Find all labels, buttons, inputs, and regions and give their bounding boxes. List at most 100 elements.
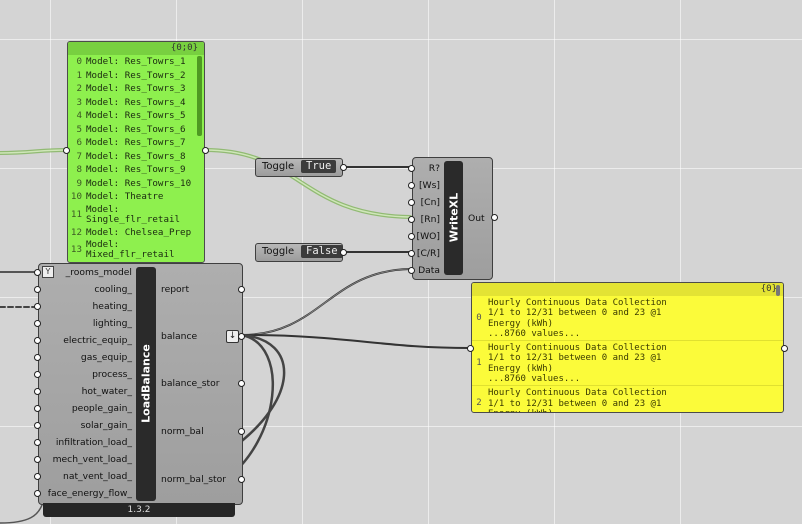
toggle-output-grip[interactable] xyxy=(340,249,347,256)
list-item-index: 1 xyxy=(76,69,82,81)
loadbalance-output-grip[interactable] xyxy=(238,286,245,293)
loadbalance-output-port: report xyxy=(161,284,190,295)
writexl-input-grip[interactable] xyxy=(408,216,415,223)
loadbalance-input-port: gas_equip_ xyxy=(80,352,132,363)
loadbalance-input-port: face_energy_flow_ xyxy=(47,488,132,499)
panel-input-grip[interactable] xyxy=(63,147,70,154)
panel-scrollbar[interactable] xyxy=(197,56,202,136)
list-item-index: 5 xyxy=(76,123,82,135)
loadbalance-input-grip[interactable] xyxy=(34,320,41,327)
loadbalance-input-grip[interactable] xyxy=(34,371,41,378)
loadbalance-input-grip[interactable] xyxy=(34,337,41,344)
list-item-line: Hourly Continuous Data Collection xyxy=(488,343,667,354)
writexl-component[interactable]: WriteXL R?[Ws][Cn][Rn][WO][C/R]Data Out xyxy=(412,157,493,280)
loadbalance-input-grip[interactable] xyxy=(34,303,41,310)
loadbalance-output-grip[interactable] xyxy=(238,380,245,387)
panel-output-grip[interactable] xyxy=(202,147,209,154)
loadbalance-input-grip[interactable] xyxy=(34,456,41,463)
list-item-text: Model: Chelsea_Prep xyxy=(86,226,192,238)
writexl-input-grip[interactable] xyxy=(408,250,415,257)
writexl-input-port: R? xyxy=(428,163,440,174)
loadbalance-input-grip[interactable] xyxy=(34,286,41,293)
list-item-text: Model: Res_Towrs_5 xyxy=(86,110,186,121)
writexl-input-port: [C/R] xyxy=(416,248,440,259)
panel-input-grip[interactable] xyxy=(467,345,474,352)
loadbalance-bar: LoadBalance xyxy=(136,267,156,501)
loadbalance-input-port: lighting_ xyxy=(92,318,132,329)
toggle-value[interactable]: True xyxy=(301,160,337,173)
loadbalance-input-grip[interactable] xyxy=(34,388,41,395)
writexl-output-grip[interactable] xyxy=(491,214,498,221)
list-item-text: Model: Res_Towrs_2 xyxy=(86,69,186,81)
loadbalance-output-port: balance_stor xyxy=(161,378,220,389)
loadbalance-title: LoadBalance xyxy=(139,344,153,423)
loadbalance-output-grip[interactable] xyxy=(238,428,245,435)
writexl-input-port: Data xyxy=(418,265,440,276)
list-item-index: 6 xyxy=(76,137,82,148)
list-item-line: ...8760 values... xyxy=(488,328,581,339)
panel-path-header: {0;0} xyxy=(68,42,204,55)
loadbalance-input-grip[interactable] xyxy=(34,473,41,480)
loadbalance-input-grip[interactable] xyxy=(34,354,41,361)
list-item: 1 Model: Res_Towrs_2 xyxy=(68,69,204,83)
toggle-label: Toggle xyxy=(262,161,295,172)
toggle-true[interactable]: Toggle True xyxy=(255,158,343,177)
list-item-text: Model: Res_Towrs_6 xyxy=(86,123,186,135)
writexl-input-grip[interactable] xyxy=(408,233,415,240)
toggle-false[interactable]: Toggle False xyxy=(255,243,343,262)
list-item-index: 3 xyxy=(76,96,82,108)
list-item-index: 2 xyxy=(76,83,82,94)
loadbalance-input-grip[interactable] xyxy=(34,490,41,497)
loadbalance-input-grip[interactable] xyxy=(34,405,41,412)
list-item-line: ...8760 values... xyxy=(488,374,581,385)
toggle-output-grip[interactable] xyxy=(340,164,347,171)
panel-scrollbar[interactable] xyxy=(776,285,780,296)
writexl-input-grip[interactable] xyxy=(408,267,415,274)
loadbalance-output-grip[interactable] xyxy=(238,476,245,483)
toggle-label: Toggle xyxy=(262,246,295,257)
list-item: 7 Model: Res_Towrs_8 xyxy=(68,150,204,164)
writexl-title: WriteXL xyxy=(447,192,461,243)
list-item-text: Model: Res_Towrs_1 xyxy=(86,56,186,67)
list-item-index: 13 xyxy=(70,244,82,255)
writexl-input-grip[interactable] xyxy=(408,182,415,189)
list-item-text: Model: Mixed_flr_retail xyxy=(86,239,175,260)
list-item-text: Model: Res_Towrs_8 xyxy=(86,150,186,162)
list-item-index: 1 xyxy=(476,358,482,369)
loadbalance-input-grip[interactable] xyxy=(34,422,41,429)
loadbalance-input-grip[interactable] xyxy=(34,269,41,276)
list-item-line: Hourly Continuous Data Collection xyxy=(488,298,667,308)
loadbalance-input-port: solar_gain_ xyxy=(80,420,132,431)
loadbalance-input-grip[interactable] xyxy=(34,439,41,446)
loadbalance-output-grip[interactable] xyxy=(238,333,245,340)
list-item-text: Model: Theatre xyxy=(86,191,164,202)
loadbalance-input-port: people_gain_ xyxy=(71,403,132,414)
loadbalance-input-port: mech_vent_load_ xyxy=(52,454,132,465)
list-item-line: Energy (kWh) xyxy=(488,363,554,374)
list-item-index: 0 xyxy=(76,56,82,67)
loadbalance-input-port: cooling_ xyxy=(94,284,132,295)
writexl-input-grip[interactable] xyxy=(408,199,415,206)
panel-output-grip[interactable] xyxy=(781,345,788,352)
writexl-input-port: [Rn] xyxy=(420,214,440,225)
writexl-input-grip[interactable] xyxy=(408,165,415,172)
toggle-value[interactable]: False xyxy=(301,245,343,258)
list-item-text: Model: Res_Towrs_10 xyxy=(86,177,192,189)
loadbalance-input-port: heating_ xyxy=(92,301,132,312)
component-menu-icon[interactable]: Y xyxy=(42,266,54,278)
loadbalance-input-port: infiltration_load_ xyxy=(55,437,132,448)
list-item-index: 7 xyxy=(76,150,82,162)
graft-down-icon[interactable]: ↓ xyxy=(226,330,239,343)
